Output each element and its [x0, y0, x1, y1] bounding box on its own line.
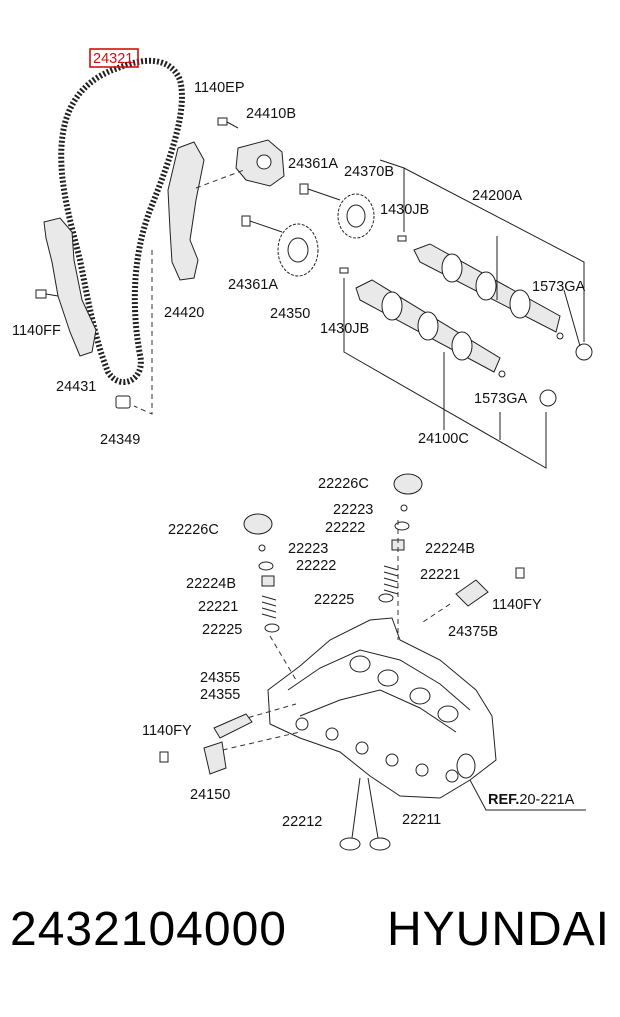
label-24321: 24321: [93, 51, 133, 67]
retainer-upper: [394, 521, 410, 531]
camshaft-exhaust: [355, 279, 501, 373]
label-24370b: 24370B: [344, 164, 394, 180]
pin-1430jb-lower: [339, 267, 349, 274]
label-1430jb-lower: 1430JB: [320, 321, 369, 337]
target-wheel-upper: [575, 343, 593, 361]
label-24355-b: 24355: [200, 687, 240, 703]
label-24355-a: 24355: [200, 670, 240, 686]
label-22222-upper: 22222: [325, 520, 365, 536]
chain-guide-left: [43, 217, 97, 357]
label-22223-left: 22223: [288, 541, 328, 557]
plug-1573ga-lower: [498, 370, 506, 378]
brand-name: HYUNDAI: [386, 903, 610, 956]
timing-chain-exploded-diagram: 24321 1140EP 24410B 24361A 24370B 1430JB…: [12, 48, 593, 851]
tappet-left: [243, 513, 273, 535]
spring-seat-left: [264, 623, 280, 633]
label-24150: 24150: [190, 787, 230, 803]
label-22221-left: 22221: [198, 599, 238, 615]
retainer-left: [258, 561, 274, 571]
label-22221-upper: 22221: [420, 567, 460, 583]
label-24350: 24350: [270, 306, 310, 322]
label-1140ep: 1140EP: [194, 80, 245, 96]
label-22225-left: 22225: [202, 622, 242, 638]
sensor-24150: [203, 741, 227, 775]
label-22223-upper: 22223: [333, 502, 373, 518]
bolt-1140ff: [35, 289, 59, 299]
label-22211: 22211: [402, 812, 441, 828]
label-1573ga-lower: 1573GA: [474, 391, 528, 407]
label-24420: 24420: [164, 305, 204, 321]
plug-1573ga-upper: [556, 332, 564, 340]
spring-seat-upper: [378, 593, 394, 603]
label-22222-left: 22222: [296, 558, 336, 574]
valve-22212: [339, 777, 361, 851]
footer-caption: 2432104000 HYUNDAI: [10, 902, 610, 972]
label-24361a-upper: 24361A: [288, 156, 338, 172]
label-1140fy-left: 1140FY: [142, 723, 192, 739]
part-number: 2432104000: [10, 903, 287, 956]
bolt-24349: [115, 395, 131, 409]
valve-spring-upper: [383, 565, 399, 595]
valve-spring-left: [261, 595, 277, 619]
label-22224b-upper: 22224B: [425, 541, 475, 557]
tappet-upper: [393, 473, 423, 495]
bolt-24361a-upper: [299, 183, 341, 201]
label-24100c: 24100C: [418, 431, 469, 447]
oil-control-valve: [455, 579, 489, 607]
tensioner-arm: [167, 141, 205, 281]
ref-label: REF.20-221A: [488, 792, 575, 808]
bolt-1140fy-right: [515, 567, 525, 579]
label-1573ga-upper: 1573GA: [532, 279, 586, 295]
label-24431: 24431: [56, 379, 96, 395]
bolt-1140fy-left: [159, 751, 169, 763]
ref-value: 20-221A: [519, 792, 574, 808]
label-22224b-left: 22224B: [186, 576, 236, 592]
highlight-box: [89, 48, 139, 68]
label-22226c-upper: 22226C: [318, 476, 369, 492]
label-1140fy-right: 1140FY: [492, 597, 542, 613]
pin-1430jb-upper: [397, 235, 407, 242]
label-24361a-lower: 24361A: [228, 277, 278, 293]
valve-22211: [367, 777, 391, 851]
label-1430jb-upper: 1430JB: [380, 202, 429, 218]
cam-sprocket-intake: [337, 193, 375, 239]
camshaft-intake: [413, 243, 561, 333]
cam-sprocket-exhaust: [277, 223, 319, 277]
label-24200a: 24200A: [472, 188, 522, 204]
cotter-upper: [400, 504, 408, 512]
sensor-24355: [213, 713, 253, 739]
cotter-left: [258, 544, 266, 552]
label-24410b: 24410B: [246, 106, 296, 122]
label-24375b: 24375B: [448, 624, 498, 640]
seal-left: [261, 575, 275, 587]
target-wheel-lower: [539, 389, 557, 407]
cylinder-head: [267, 617, 497, 799]
chain-tensioner: [235, 139, 285, 187]
label-24349: 24349: [100, 432, 140, 448]
label-1140ff: 1140FF: [12, 323, 61, 339]
label-22226c-left: 22226C: [168, 522, 219, 538]
label-22225-upper: 22225: [314, 592, 354, 608]
bolt-24361a-lower: [241, 215, 283, 233]
label-22212: 22212: [282, 814, 322, 830]
ref-prefix: REF.: [488, 792, 519, 808]
bolt-1140ep: [217, 117, 239, 129]
